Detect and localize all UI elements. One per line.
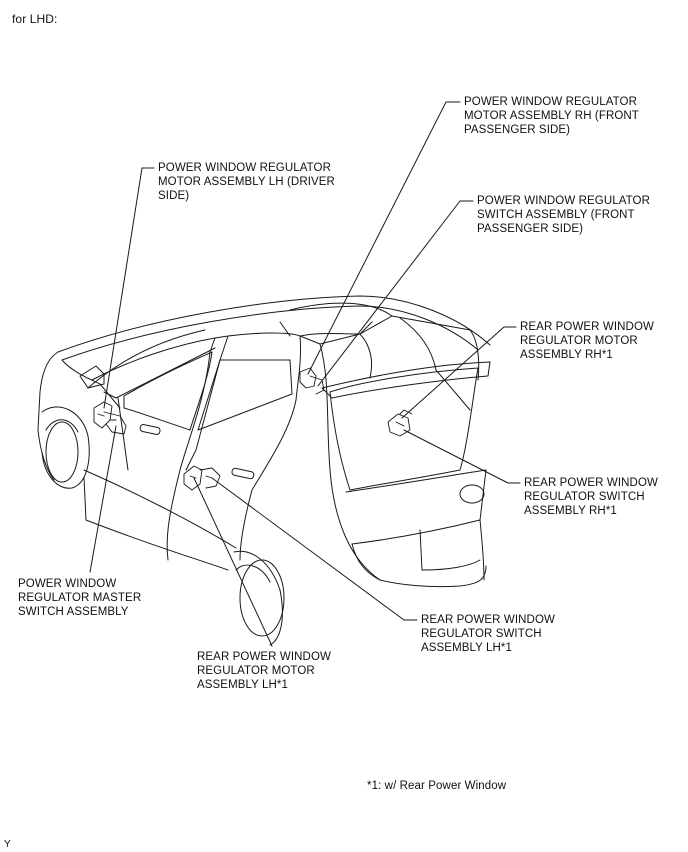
rear-door-component xyxy=(183,465,221,491)
rear-rh-component xyxy=(387,409,413,437)
car-body-outline xyxy=(37,295,491,646)
footnote: *1: w/ Rear Power Window xyxy=(367,780,507,792)
corner-mark: Y xyxy=(4,839,11,850)
components xyxy=(93,367,413,491)
leader-lines xyxy=(89,101,521,647)
front-door-component xyxy=(93,401,127,435)
front-passenger-component xyxy=(299,367,325,395)
header-label: for LHD: xyxy=(12,12,58,26)
